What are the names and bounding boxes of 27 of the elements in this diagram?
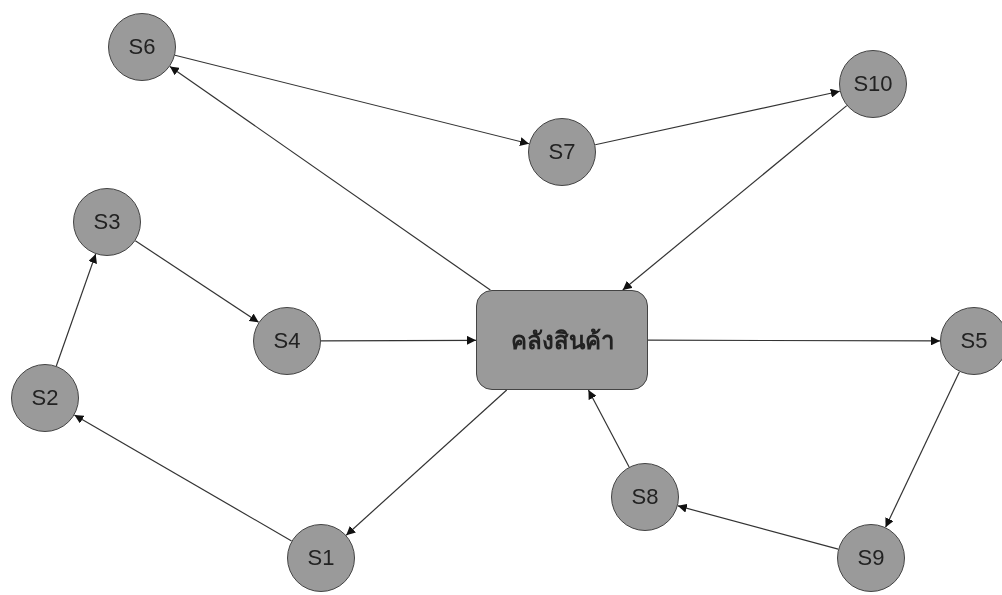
- arrow: [55, 253, 97, 367]
- node-label: S3: [93, 209, 121, 235]
- node-label: คลังสินค้า: [510, 325, 614, 357]
- arrow: [169, 65, 491, 291]
- node-label: S1: [307, 545, 335, 571]
- node-label: S7: [548, 139, 576, 165]
- arrow: [885, 371, 960, 528]
- arrow: [73, 414, 293, 542]
- node-label: S2: [31, 385, 59, 411]
- arrow: [320, 335, 477, 345]
- arrow: [345, 389, 508, 536]
- node-label: S5: [960, 328, 988, 354]
- node-label: S10: [853, 71, 893, 97]
- arrow: [622, 105, 848, 291]
- station-circle: [940, 307, 1002, 375]
- node-label: S9: [857, 545, 885, 571]
- arrow: [587, 389, 630, 468]
- node-label: S8: [631, 484, 659, 510]
- arrow: [647, 336, 941, 346]
- arrow: [134, 240, 260, 323]
- arrow: [594, 88, 841, 146]
- station-circle: [287, 524, 355, 592]
- arrow: [677, 503, 839, 550]
- arrow: [174, 54, 530, 146]
- node-label: S4: [273, 328, 301, 354]
- node-label: S6: [128, 34, 156, 60]
- warehouse-box: [476, 290, 648, 390]
